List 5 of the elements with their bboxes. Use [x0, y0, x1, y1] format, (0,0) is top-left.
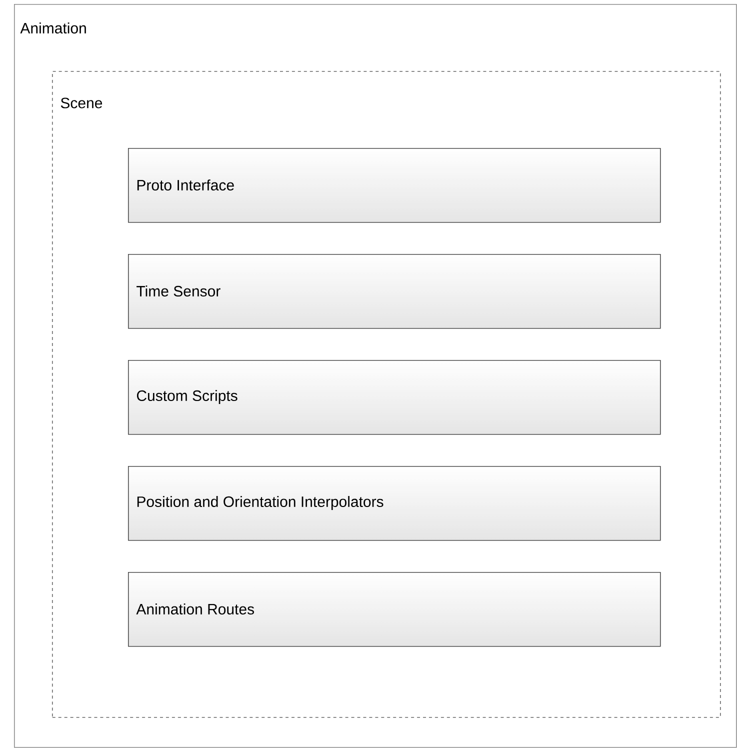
- process-box: Custom Scripts: [128, 360, 661, 435]
- process-box: Position and Orientation Interpolators: [128, 466, 661, 541]
- process-box: Time Sensor: [128, 254, 661, 329]
- process-box: Proto Interface: [128, 148, 661, 223]
- process-box: Animation Routes: [128, 572, 661, 647]
